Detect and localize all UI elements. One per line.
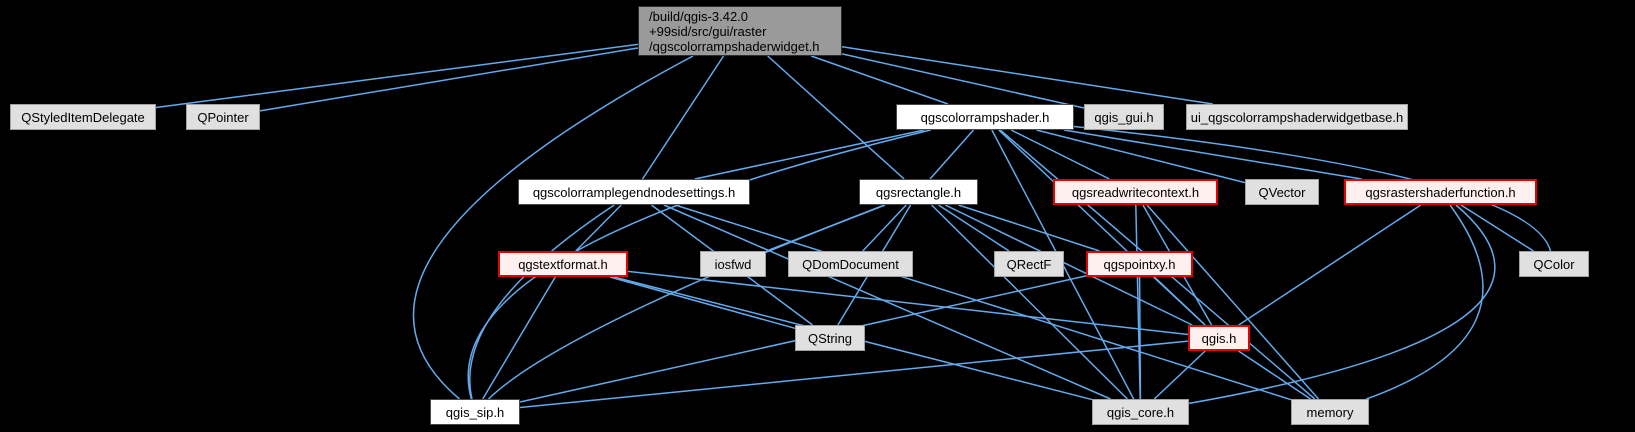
edge-main-qgis_sip	[412, 55, 694, 400]
edge-main-qgsrectangle	[767, 55, 905, 180]
node-qgstextformat[interactable]: qgstextformat.h	[498, 251, 628, 277]
edge-qgstextformat-qgis_sip	[482, 276, 556, 400]
node-label-line: /build/qgis-3.42.0	[649, 8, 749, 24]
node-qgsreadwritecontext[interactable]: qgsreadwritecontext.h	[1053, 179, 1218, 205]
edge-qgsrectangle-qgspointxy	[958, 204, 1100, 252]
edge-qgsrastershaderfunction-qgis	[1238, 204, 1422, 326]
node-label: qgspointxy.h	[1103, 256, 1176, 272]
node-qrectf: QRectF	[994, 251, 1064, 277]
node-label: QDomDocument	[802, 256, 899, 272]
node-qgis_gui: qgis_gui.h	[1084, 104, 1164, 130]
edge-qgscolorrampshader-qgscolorramplegendnodesettings	[694, 129, 925, 180]
node-qgis[interactable]: qgis.h	[1188, 325, 1250, 351]
node-iosfwd: iosfwd	[700, 251, 766, 277]
edge-qgscolorramplegendnodesettings-qgis_core	[663, 204, 1111, 400]
edge-qgscolorramplegendnodesettings-qgis_sip	[469, 204, 615, 400]
node-label: qgsrectangle.h	[875, 184, 962, 200]
node-label: QPointer	[197, 109, 249, 125]
edge-main-qgis_gui	[841, 53, 1085, 109]
node-qdomdocument: QDomDocument	[788, 251, 913, 277]
node-label: QVector	[1258, 184, 1306, 200]
node-label-line: +99sid/src/gui/raster	[649, 23, 767, 39]
node-qgis_sip[interactable]: qgis_sip.h	[430, 399, 520, 425]
edge-qgsreadwritecontext-memory	[1146, 204, 1320, 400]
node-qgscolorrampshader[interactable]: qgscolorrampshader.h	[896, 104, 1074, 130]
node-label: qgis_gui.h	[1094, 109, 1154, 125]
edge-qgscolorrampshader-qgsreadwritecontext	[1010, 129, 1110, 180]
node-label: qgis_core.h	[1106, 404, 1175, 420]
node-label: qgstextformat.h	[518, 256, 608, 272]
node-label: qgscolorrampshader.h	[920, 109, 1050, 125]
node-qcolor: QColor	[1519, 251, 1589, 277]
node-label: memory	[1306, 404, 1354, 420]
node-qstyleditemdelegate: QStyledItemDelegate	[10, 104, 156, 130]
node-qvector: QVector	[1245, 179, 1319, 205]
node-qgspointxy[interactable]: qgspointxy.h	[1086, 251, 1193, 277]
node-ui_qgscolorrampshaderwidgetbase: ui_qgscolorrampshaderwidgetbase.h	[1186, 104, 1408, 130]
node-qgsrastershaderfunction[interactable]: qgsrastershaderfunction.h	[1344, 179, 1537, 205]
node-label: QColor	[1533, 256, 1575, 272]
node-label: qgsreadwritecontext.h	[1071, 184, 1200, 200]
edge-qgsrectangle-qrectf	[938, 204, 1010, 252]
node-qgis_core: qgis_core.h	[1092, 399, 1189, 425]
edge-qgstextformat-qstring	[609, 276, 796, 330]
node-label: qgis_sip.h	[445, 404, 505, 420]
node-label: QStyledItemDelegate	[21, 109, 145, 125]
node-label: qgsrastershaderfunction.h	[1365, 184, 1516, 200]
edge-main-qgscolorramplegendnodesettings	[641, 55, 725, 180]
edge-qgis-qgis_sip	[519, 340, 1189, 409]
edge-qgsrastershaderfunction-memory	[1366, 204, 1484, 400]
edge-qgsrectangle-qdomdocument	[862, 204, 907, 252]
edge-qgspointxy-qgis	[1152, 276, 1206, 326]
edge-qgsrastershaderfunction-qgis_core	[1188, 204, 1496, 405]
edge-qgscolorramplegendnodesettings-qgstextformat	[575, 204, 622, 252]
edge-qgscolorrampshader-qvector	[1036, 129, 1246, 184]
node-label: iosfwd	[714, 256, 752, 272]
node-label-line: /qgscolorrampshaderwidget.h	[649, 38, 820, 54]
node-label: ui_qgscolorrampshaderwidgetbase.h	[1190, 109, 1404, 125]
edge-qgis-memory	[1238, 350, 1311, 400]
node-main: /build/qgis-3.42.0+99sid/src/gui/raster/…	[638, 6, 842, 56]
edge-qgis-qgis_core	[1153, 350, 1206, 400]
edge-main-qstyleditemdelegate	[155, 43, 639, 109]
edge-qgsrastershaderfunction-qcolor	[1460, 204, 1534, 252]
node-label: qgis.h	[1201, 330, 1237, 346]
node-qpointer: QPointer	[186, 104, 260, 130]
node-label: QRectF	[1006, 256, 1052, 272]
edge-qgscolorrampshader-qgsrastershaderfunction	[1063, 129, 1362, 180]
edge-main-qpointer	[259, 47, 639, 112]
edge-qgsrectangle-qgis_sip	[487, 204, 885, 400]
edge-qgsrectangle-qgis	[944, 204, 1193, 326]
node-qgsrectangle[interactable]: qgsrectangle.h	[859, 179, 978, 205]
node-qstring: QString	[795, 325, 865, 351]
node-label: qgscolorramplegendnodesettings.h	[532, 184, 736, 200]
edge-main-qgscolorrampshader	[810, 55, 949, 105]
edge-qgsrectangle-qgis_core	[931, 204, 1128, 400]
node-qgscolorramplegendnodesettings[interactable]: qgscolorramplegendnodesettings.h	[518, 179, 750, 205]
edge-qgstextformat-qgis	[627, 270, 1189, 336]
node-memory: memory	[1291, 399, 1369, 425]
edge-qgspointxy-qgis_core	[1138, 276, 1142, 400]
edge-qgscolorrampshader-qgsrectangle	[929, 129, 975, 180]
node-label: QString	[807, 330, 853, 346]
edge-main-ui_qgscolorrampshaderwidgetbase	[841, 46, 1213, 105]
